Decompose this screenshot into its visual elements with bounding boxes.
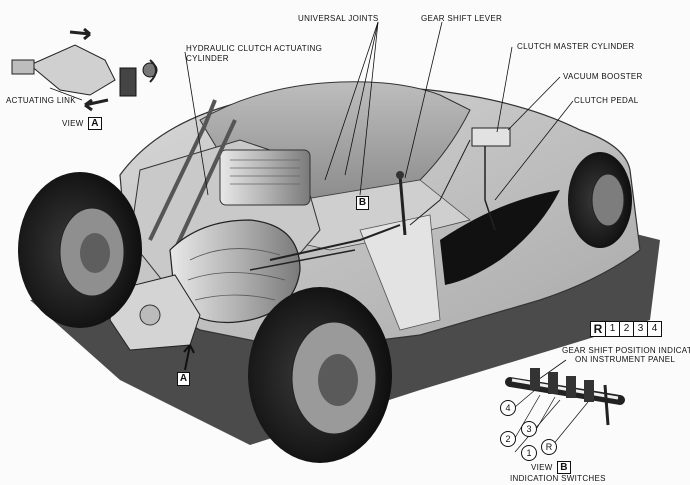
label-gear-indication-line1: GEAR SHIFT POSITION INDICATION [562, 346, 690, 355]
label-clutch-pedal: CLUTCH PEDAL [574, 96, 639, 105]
transaxle [169, 219, 301, 324]
gear-cell-2: 2 [619, 321, 634, 337]
label-vacuum-booster: VACUUM BOOSTER [563, 72, 643, 81]
gear-cell-4: 4 [647, 321, 662, 337]
gear-position-indicator: R 1 2 3 4 [590, 321, 662, 337]
marker-b: B [356, 196, 369, 210]
label-view-a: VIEW A [62, 117, 102, 130]
view-a-letter: A [88, 117, 102, 130]
label-universal-joints: UNIVERSAL JOINTS [298, 14, 379, 23]
switch-4: 4 [500, 400, 516, 416]
side-scoop [440, 190, 560, 285]
switch-r: R [541, 439, 557, 455]
view-b-word: VIEW [531, 463, 553, 472]
switch-2: 2 [500, 431, 516, 447]
engine-block [219, 149, 311, 206]
marker-a: A [177, 372, 190, 386]
view-a-word: VIEW [62, 119, 84, 128]
gear-cell-1: 1 [605, 321, 620, 337]
master-cylinder [471, 127, 511, 147]
view-a-inset [11, 27, 158, 112]
view-b-inset [505, 368, 625, 453]
label-actuating-link: ACTUATING LINK [6, 96, 76, 105]
label-hydraulic-clutch-line1: HYDRAULIC CLUTCH ACTUATING [186, 44, 323, 53]
label-hydraulic-clutch-line2: CYLINDER [186, 54, 229, 63]
door-panel [359, 214, 441, 331]
switch-3: 3 [521, 421, 537, 437]
label-gear-indication-line2: ON INSTRUMENT PANEL [575, 355, 676, 364]
view-b-letter: B [557, 461, 571, 474]
gear-shift-lever [398, 174, 407, 236]
switch-1: 1 [521, 445, 537, 461]
label-view-b: VIEW B [531, 461, 571, 474]
label-indication-switches: INDICATION SWITCHES [510, 474, 606, 483]
gear-cell-3: 3 [633, 321, 648, 337]
label-clutch-master-cylinder: CLUTCH MASTER CYLINDER [517, 42, 635, 51]
label-gear-shift-lever: GEAR SHIFT LEVER [421, 14, 503, 23]
gear-cell-r: R [590, 321, 606, 337]
